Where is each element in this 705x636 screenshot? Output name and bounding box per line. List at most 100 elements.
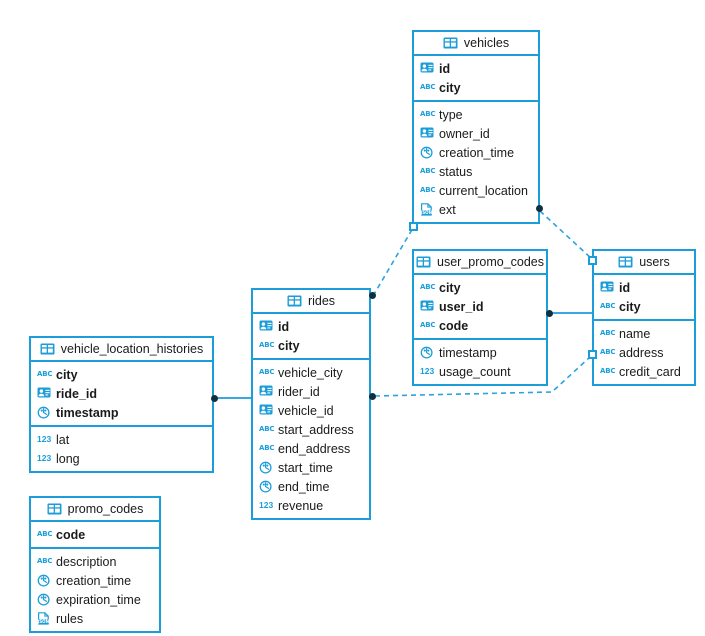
string-icon: ABC	[600, 367, 616, 375]
table-header-vehicle_location_histories[interactable]: vehicle_location_histories	[31, 338, 212, 362]
table-header-promo_codes[interactable]: promo_codes	[31, 498, 159, 522]
column-row[interactable]: rider_id	[253, 382, 369, 401]
column-name: long	[56, 451, 80, 466]
table-title: vehicles	[463, 36, 510, 50]
column-name: end_address	[278, 441, 351, 456]
column-name: city	[278, 338, 300, 353]
column-row[interactable]: id	[594, 278, 694, 297]
string-icon: ABC	[600, 302, 616, 310]
table-icon	[416, 256, 431, 268]
column-name: creation_time	[56, 573, 132, 588]
column-row[interactable]: id	[253, 317, 369, 336]
string-icon: ABC	[37, 557, 53, 565]
clock-icon	[37, 574, 51, 587]
column-name: expiration_time	[56, 592, 141, 607]
column-name: vehicle_city	[278, 365, 343, 380]
column-row[interactable]: creation_time	[414, 143, 538, 162]
column-row[interactable]: owner_id	[414, 124, 538, 143]
string-icon: ABC	[37, 370, 53, 378]
edge-endpoint-dot-userpromo	[546, 310, 553, 317]
table-header-user_promo_codes[interactable]: user_promo_codes	[414, 251, 546, 275]
column-name: timestamp	[56, 405, 119, 420]
column-row[interactable]: vehicle_id	[253, 401, 369, 420]
column-row[interactable]: creation_time	[31, 571, 159, 590]
id-icon	[420, 300, 434, 313]
column-row[interactable]: timestamp	[31, 403, 212, 422]
table-header-vehicles[interactable]: vehicles	[414, 32, 538, 56]
table-title: user_promo_codes	[437, 255, 545, 269]
column-row[interactable]: ride_id	[31, 384, 212, 403]
id-icon	[259, 385, 273, 398]
column-name: city	[619, 299, 641, 314]
column-name: credit_card	[619, 364, 681, 379]
column-row[interactable]: user_id	[414, 297, 546, 316]
column-row[interactable]: start_time	[253, 458, 369, 477]
json-icon: JSON	[37, 612, 51, 625]
string-icon: ABC	[600, 329, 616, 337]
column-name: owner_id	[439, 126, 490, 141]
edge-rides-vehicles	[372, 227, 414, 297]
column-row[interactable]: end_time	[253, 477, 369, 496]
id-icon	[37, 387, 51, 400]
table-header-rides[interactable]: rides	[253, 290, 369, 314]
column-name: id	[278, 319, 290, 334]
column-name: city	[439, 80, 461, 95]
edge-endpoint-square-users-bot	[588, 350, 597, 359]
number-icon: 123	[37, 434, 52, 444]
column-row[interactable]: timestamp	[414, 343, 546, 362]
column-row[interactable]: id	[414, 59, 538, 78]
column-name: name	[619, 326, 651, 341]
column-name: rules	[56, 611, 84, 626]
column-name: ext	[439, 202, 456, 217]
column-name: city	[439, 280, 461, 295]
string-icon: ABC	[259, 341, 275, 349]
column-row[interactable]: JSON rules	[31, 609, 159, 628]
column-name: current_location	[439, 183, 528, 198]
edge-endpoint-dot-vlh	[211, 395, 218, 402]
edge-endpoint-square-vehicles	[409, 222, 418, 231]
id-icon	[600, 281, 614, 294]
column-name: id	[619, 280, 631, 295]
column-row[interactable]: expiration_time	[31, 590, 159, 609]
clock-icon	[420, 346, 434, 359]
number-icon: 123	[259, 500, 274, 510]
column-name: creation_time	[439, 145, 515, 160]
table-header-users[interactable]: users	[594, 251, 694, 275]
column-name: type	[439, 107, 463, 122]
string-icon: ABC	[420, 283, 436, 291]
table-title: rides	[307, 294, 336, 308]
